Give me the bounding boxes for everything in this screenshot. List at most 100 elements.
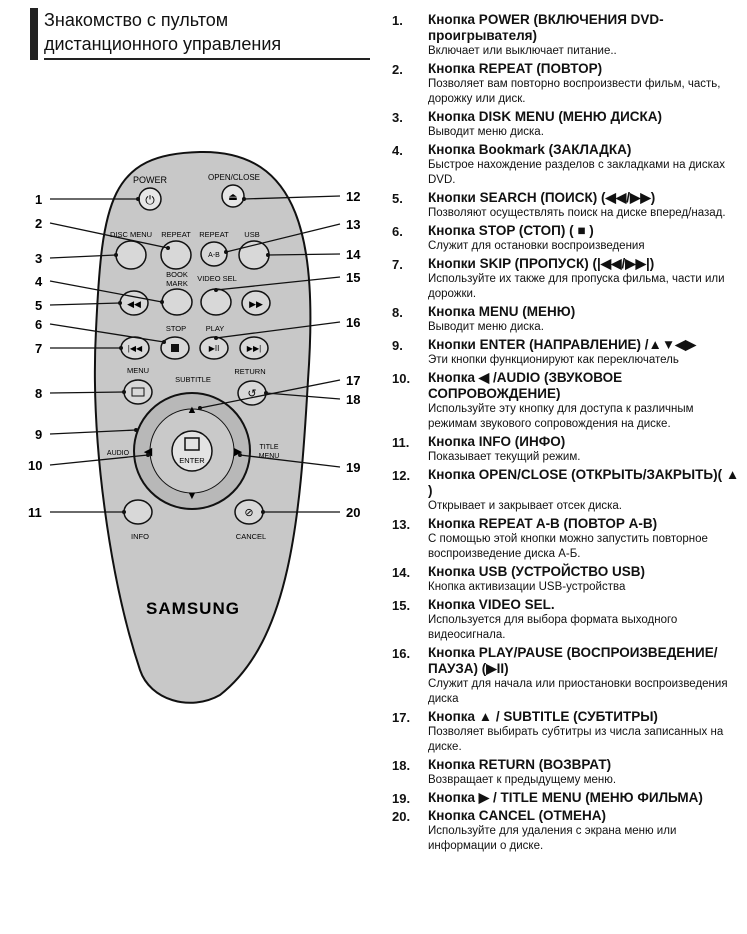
play-label: PLAY [206,324,225,333]
item-description: Используйте эту кнопку для доступа к раз… [428,403,694,430]
book-label: BOOK [166,270,188,279]
title-menu-label-2: MENU [259,453,280,460]
item-description: Служит для начала или приостановки воспр… [428,678,728,705]
list-item: 1.Кнопка POWER (ВКЛЮЧЕНИЯ DVD-проигрыват… [392,12,742,59]
item-heading: Кнопка DISK MENU (МЕНЮ ДИСКА) [428,109,663,124]
play-pause-button[interactable] [199,336,229,360]
repeat-ab-button[interactable] [200,241,228,267]
list-item: 10.Кнопка ◀ /AUDIO (ЗВУКОВОЕ СОПРОВОЖДЕН… [392,370,742,432]
disc-menu-label: DISC MENU [110,230,152,239]
info-button[interactable] [123,499,153,525]
audio-label: AUDIO [107,450,130,457]
item-number: 20. [392,809,411,824]
item-heading: Кнопка CANCEL (ОТМЕНА) [428,808,607,823]
return-label: RETURN [234,367,265,376]
remote-illustration: POWER ⏻ OPEN/CLOSE ⏏ DISC MENU REPEAT RE… [28,150,361,704]
bookmark-button[interactable] [161,288,193,316]
menu-label: MENU [127,366,149,375]
open-close-button[interactable] [221,184,245,208]
item-heading: Кнопка ▶ / TITLE MENU (МЕНЮ ФИЛЬМА) [428,790,703,805]
list-item: 17.Кнопка ▲ / SUBTITLE (СУБТИТРЫ)Позволя… [392,709,742,755]
repeat-ab-label: REPEAT [199,230,229,239]
page-title-line1: Знакомство с пультом [44,10,229,30]
repeat-button[interactable] [160,240,192,270]
item-description: Возвращает к предыдущему меню. [428,774,617,786]
eject-icon: ⏏ [228,192,237,203]
callout-8: 8 [35,386,42,401]
item-number: 7. [392,257,403,272]
disc-menu-button[interactable] [115,240,147,270]
repeat-ab-button-text: A-B [208,252,220,259]
title-menu-label-1: TITLE [259,444,278,451]
callouts-left [49,198,169,513]
stop-icon [171,344,179,352]
item-heading: Кнопка USB (УСТРОЙСТВО USB) [428,564,645,579]
list-item: 20. Кнопка CANCEL (ОТМЕНА) Используйте для… [392,808,742,854]
item-number: 16. [392,646,411,661]
item-description: Позволяет вам повторно воспроизвести фил… [428,78,721,105]
brand-logo: SAMSUNG [146,599,240,618]
list-item: 3.Кнопка DISK MENU (МЕНЮ ДИСКА)Выводит м… [392,109,742,140]
play-pause-icon: ▶II [209,344,220,353]
page-title: Знакомство с пультом дистанционного упра… [44,8,370,56]
callout-14: 14 [346,247,361,262]
callouts-right-dots [198,197,270,514]
callout-6: 6 [35,317,42,332]
button-description-list: 1.Кнопка POWER (ВКЛЮЧЕНИЯ DVD-проигрыват… [392,12,742,856]
skip-back-icon: |◀◀ [128,344,143,353]
item-heading: Кнопка ◀ /AUDIO (ЗВУКОВОЕ СОПРОВОЖДЕНИЕ) [428,370,623,401]
callouts-right [199,195,341,513]
item-description: Включает или выключает питание.. [428,45,617,57]
title-underline [44,58,370,60]
menu-icon [131,387,145,397]
item-heading: Кнопка RETURN (ВОЗВРАТ) [428,757,612,772]
callout-17: 17 [346,373,360,388]
skip-fwd-icon: ▶▶| [247,344,261,353]
title-accent-bar [30,8,38,60]
list-item: 15.Кнопка VIDEO SEL.Используется для выб… [392,597,742,643]
usb-label: USB [244,230,259,239]
item-number: 15. [392,598,411,613]
list-item: 13.Кнопка REPEAT A-B (ПОВТОР A-B)С помощ… [392,516,742,562]
open-close-label: OPEN/CLOSE [208,173,260,182]
skip-fwd-button[interactable] [239,336,269,360]
video-sel-button[interactable] [200,288,232,316]
item-heading: Кнопка ▲ / SUBTITLE (СУБТИТРЫ) [428,709,658,724]
item-number: 6. [392,224,403,239]
down-arrow-icon: ▼ [187,490,198,502]
menu-button[interactable] [123,379,153,405]
item-number: 11. [392,435,410,450]
enter-icon [184,437,200,451]
mark-label: MARK [166,279,188,288]
item-heading: Кнопка POWER (ВКЛЮЧЕНИЯ DVD-проигрывател… [428,12,664,43]
item-description: Показывает текущий режим. [428,451,581,463]
up-arrow-icon: ▲ [187,404,198,416]
item-heading: Кнопки SKIP (ПРОПУСК) (|◀◀/▶▶|) [428,256,655,271]
item-number: 4. [392,143,403,158]
callout-5: 5 [35,298,42,313]
item-heading: Кнопка PLAY/PAUSE (ВОСПРОИЗВЕДЕНИЕ/ПАУЗА… [428,645,718,676]
list-item: 11.Кнопка INFO (ИНФО)Показывает текущий … [392,434,742,465]
callout-13: 13 [346,217,360,232]
list-item: 12.Кнопка OPEN/CLOSE (ОТКРЫТЬ/ЗАКРЫТЬ)( … [392,467,742,514]
item-description: Используйте для удаления с экрана меню и… [428,825,677,852]
search-fwd-button[interactable] [241,290,271,316]
callout-11: 11 [28,505,42,520]
enter-button[interactable] [171,430,213,472]
item-number: 5. [392,191,403,206]
item-description: С помощью этой кнопки можно запустить по… [428,533,708,560]
list-item: 19.Кнопка ▶ / TITLE MENU (МЕНЮ ФИЛЬМА) [392,790,742,806]
repeat-label: REPEAT [161,230,191,239]
item-description: Выводит меню диска. [428,126,544,138]
callout-10: 10 [28,458,42,473]
right-arrow-icon: ▶ [234,446,243,458]
list-item: 6.Кнопка STOP (СТОП) ( ■ )Служит для ост… [392,223,742,254]
item-heading: Кнопка MENU (МЕНЮ) [428,304,576,319]
power-label: POWER [133,175,168,185]
page-title-line2: дистанционного управления [44,34,282,54]
item-heading: Кнопка REPEAT (ПОВТОР) [428,61,603,76]
callout-12: 12 [346,189,360,204]
callout-18: 18 [346,392,360,407]
callout-3: 3 [35,251,42,266]
item-description: Быстрое нахождение разделов с закладками… [428,159,726,186]
